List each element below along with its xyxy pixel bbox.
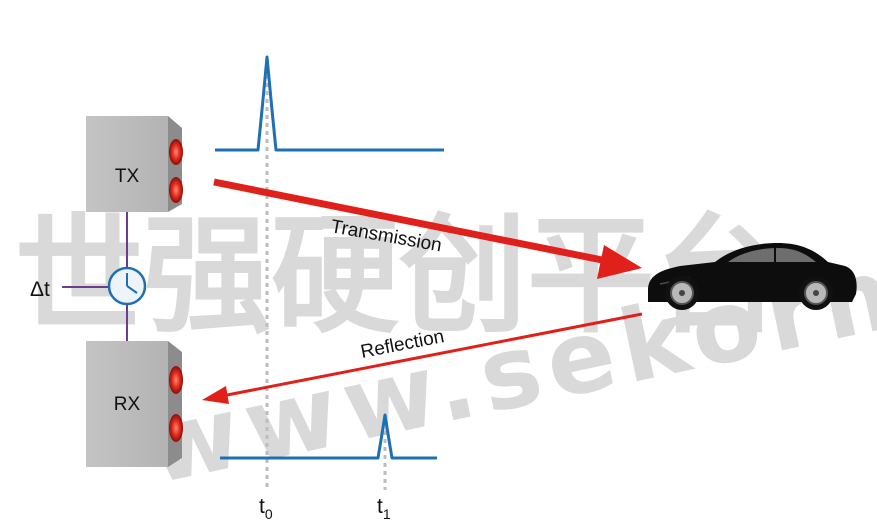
rx-box-side xyxy=(168,341,182,467)
t0-label: t0 xyxy=(259,495,273,522)
reflection-arrow-head xyxy=(202,386,229,404)
rx-lamp-upper xyxy=(169,366,183,394)
rx-lamp-lower xyxy=(169,414,183,442)
tx-box xyxy=(86,116,168,212)
transmission-arrow xyxy=(213,178,642,279)
rx-unit: RX xyxy=(86,341,183,467)
tx-lamp-lower xyxy=(169,177,183,203)
transmission-arrow-head xyxy=(597,245,642,279)
transmitted-pulse xyxy=(215,55,444,152)
clock-hand-hour xyxy=(126,285,138,294)
t1-label: t1 xyxy=(377,495,391,522)
car-hub-rear xyxy=(813,290,819,296)
rx-box xyxy=(86,341,168,467)
received-pulse xyxy=(220,413,437,460)
car-window xyxy=(728,248,816,262)
tx-unit: TX xyxy=(86,116,183,212)
transmission-arrow-shaft xyxy=(213,178,613,266)
reflection-arrow xyxy=(202,312,643,404)
timer: Δt xyxy=(30,212,147,341)
car-icon xyxy=(648,243,857,310)
tx-lamp-upper xyxy=(169,139,183,165)
tx-label: TX xyxy=(115,166,140,187)
car-hub-front xyxy=(679,290,685,296)
reflection-arrow-shaft xyxy=(221,312,643,398)
delta-t-label: Δt xyxy=(30,278,50,301)
rx-label: RX xyxy=(114,394,141,415)
